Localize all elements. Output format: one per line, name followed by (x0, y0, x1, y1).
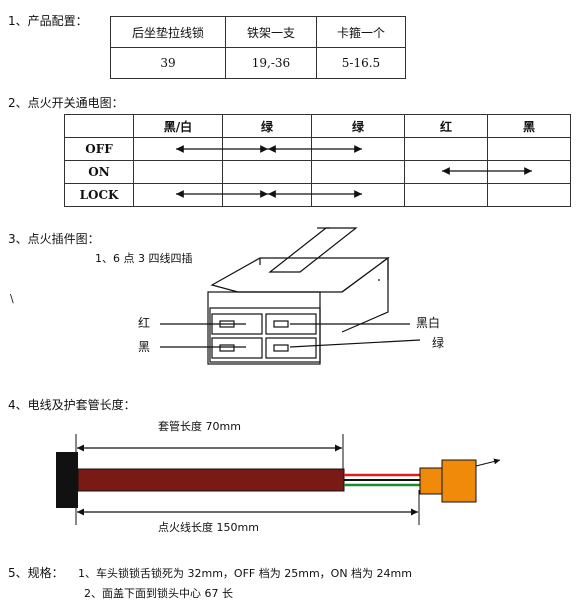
label-black: 黑 (138, 340, 151, 354)
direction-arrow (475, 458, 501, 467)
config-value-cell: 19,-36 (225, 47, 317, 79)
stray-mark: \ (10, 292, 14, 305)
spec-item-1: 1、车头锁锁舌锁死为 32mm，OFF 档为 25mm，ON 档为 24mm (78, 567, 412, 580)
config-header-cell: 后坐垫拉线锁 (110, 16, 226, 48)
switch-header-cell: 黑/白 (133, 114, 223, 138)
protective-sleeve (77, 468, 345, 492)
section-2-heading: 2、点火开关通电图： (8, 96, 124, 110)
label-black-white: 黑白 (416, 316, 441, 330)
plug-subtitle: 1、6 点 3 四线四插 (95, 252, 193, 265)
connection-arrows (176, 145, 532, 198)
plug-tab (268, 227, 358, 273)
spec-item-2: 2、面盖下面到锁头中心 67 长 (84, 587, 233, 600)
product-config-table: 后坐垫拉线锁 铁架一支 卡箍一个 39 19,-36 5-16.5 (110, 16, 406, 79)
sleeve-length-label: 套管长度 70mm (158, 420, 241, 433)
config-value-cell: 5-16.5 (316, 47, 406, 79)
switch-header-cell: 绿 (311, 114, 405, 138)
leader-green (289, 339, 421, 348)
config-header-cell: 铁架一支 (225, 16, 317, 48)
plug-right-face (341, 256, 389, 333)
label-red: 红 (138, 316, 151, 330)
section-3-heading: 3、点火插件图： (8, 232, 100, 246)
switch-header-cell: 红 (404, 114, 488, 138)
switch-header-cell: 黑 (487, 114, 571, 138)
section-1-heading: 1、产品配置： (8, 14, 88, 28)
row-label-lock: LOCK (64, 183, 134, 207)
plug-front-face (207, 291, 321, 365)
section-4-heading: 4、电线及护套管长度： (8, 398, 136, 412)
plug-diagram (160, 227, 421, 365)
label-green: 绿 (432, 336, 445, 350)
switch-cell (311, 160, 405, 184)
connector-neck (419, 467, 443, 495)
switch-cell (487, 183, 571, 207)
wire-length-label: 点火线长度 150mm (158, 521, 259, 534)
plug-top-face (210, 257, 390, 293)
config-header-cell: 卡箍一个 (316, 16, 406, 48)
connector-plug (441, 459, 477, 503)
wire-diagram (56, 434, 501, 525)
rubber-grommet (56, 452, 78, 508)
section-5-heading: 5、规格： (8, 566, 64, 580)
socket-bottom-right (265, 337, 317, 359)
socket-bottom-left (211, 337, 263, 359)
